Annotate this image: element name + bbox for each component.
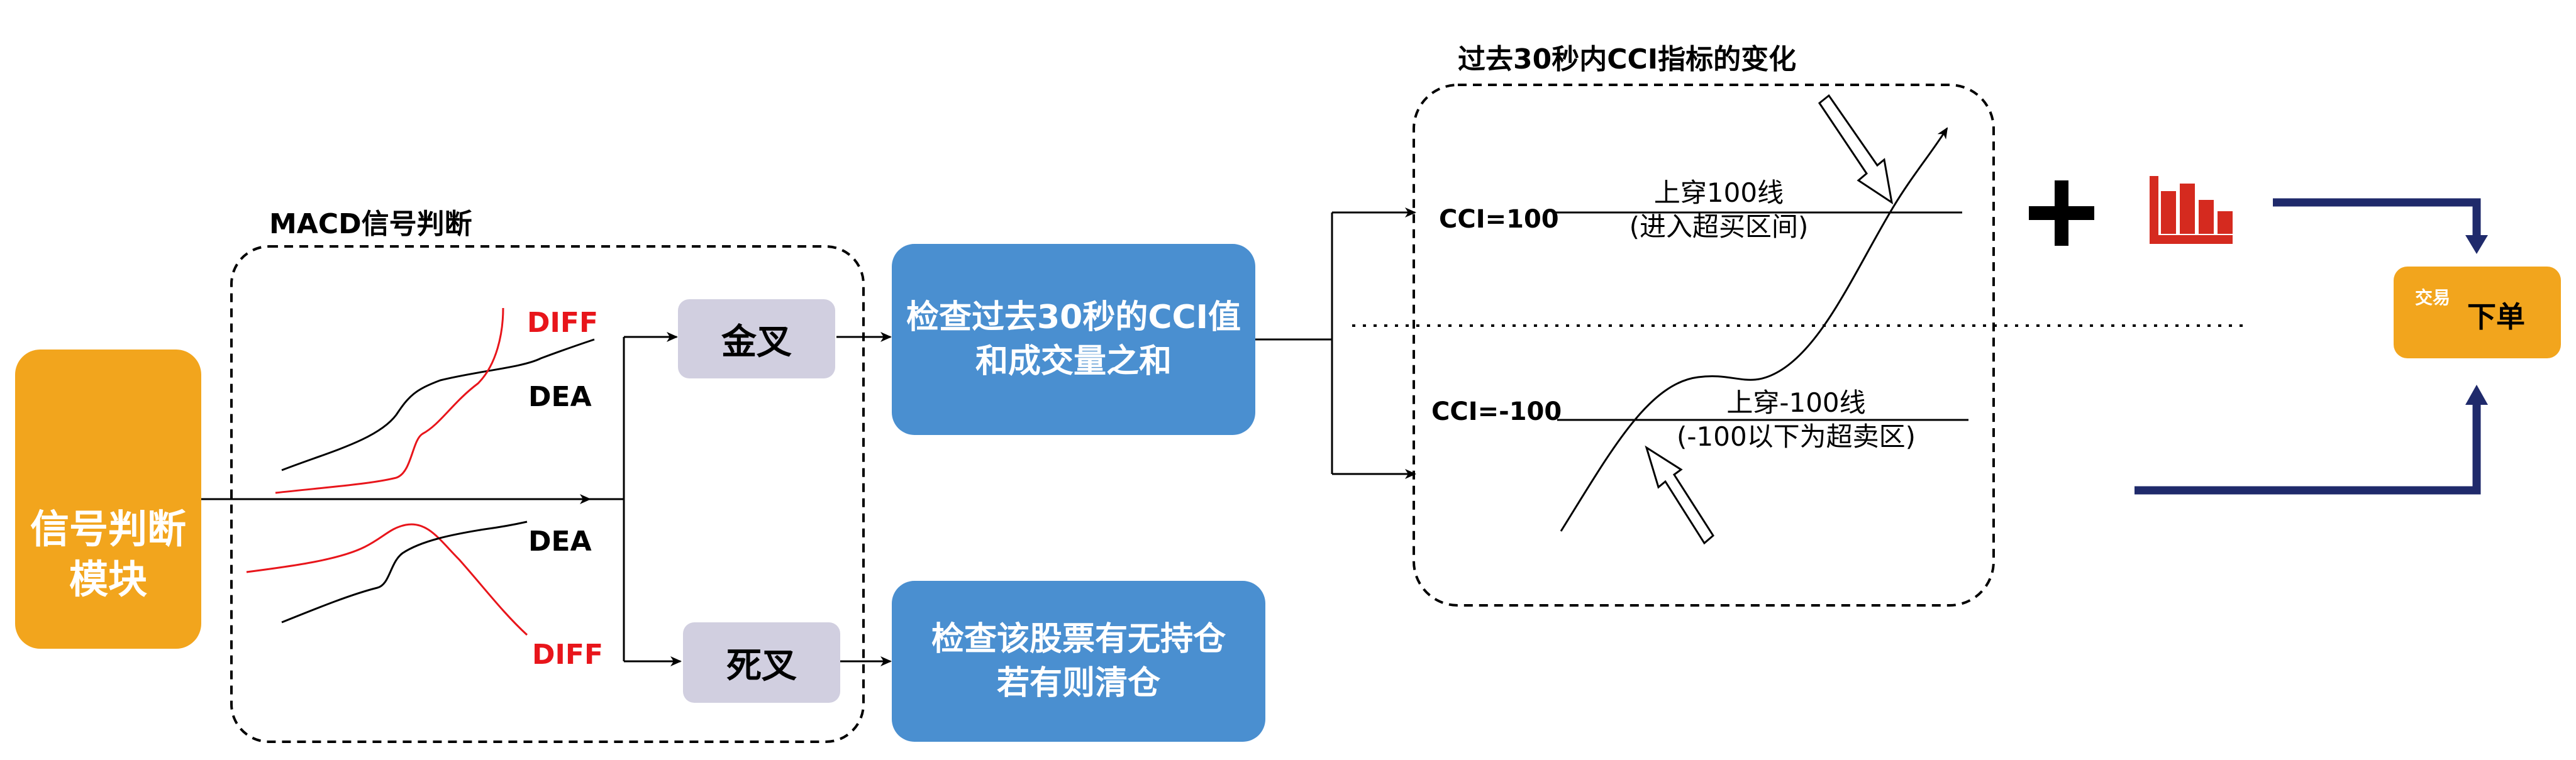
check-position-label: 检查该股票有无持仓 若有则清仓 [931,620,1226,702]
dea-label-golden: DEA [528,381,592,413]
cci-panel-border [1413,84,1995,607]
volume-to-order-arrow [2273,198,2481,238]
golden-cross-box: 金叉 [678,299,835,378]
dea-curve-death [281,520,528,624]
cci-to-order-arrow [2135,402,2481,495]
death-cross-box: 死叉 [683,622,840,703]
signal-module-box: 信号判断 模块 [15,350,201,649]
cci-100-annotation: 上穿100线 (进入超买区间) [1629,177,1809,242]
order-label: 下单 [2467,300,2525,334]
diff-label-death: DIFF [532,639,604,671]
cross-up-minus100-pointer [1645,445,1714,545]
golden-cross-label: 金叉 [721,321,792,363]
cci-panel-title: 过去30秒内CCI指标的变化 [1458,43,1797,75]
bar-chart-icon [2150,176,2233,244]
cci-curve [1560,127,1948,532]
dea-label-death: DEA [528,526,592,558]
check-cci-label: 检查过去30秒的CCI值 和成交量之和 [906,299,1241,380]
cci-minus100-label: CCI=-100 [1431,397,1562,426]
trade-icon-text: 交易 [2415,287,2451,308]
macd-panel-border [230,245,865,743]
cci-minus100-annotation: 上穿-100线 (-100以下为超卖区) [1676,387,1916,452]
check-cci-box: 检查过去30秒的CCI值 和成交量之和 [892,244,1255,435]
signal-module-label: 信号判断 模块 [30,506,186,602]
cci-100-label: CCI=100 [1439,205,1559,234]
plus-icon [2029,180,2094,246]
diff-curve-golden [275,307,504,494]
macd-panel-title: MACD信号判断 [269,208,472,240]
dea-curve-golden [281,338,595,471]
cross-up-100-pointer [1818,94,1894,205]
death-cross-label: 死叉 [726,645,797,686]
diff-curve-death [246,523,528,636]
order-box [2394,267,2561,358]
check-position-box: 检查该股票有无持仓 若有则清仓 [892,581,1265,742]
diff-label-golden: DIFF [527,307,599,339]
